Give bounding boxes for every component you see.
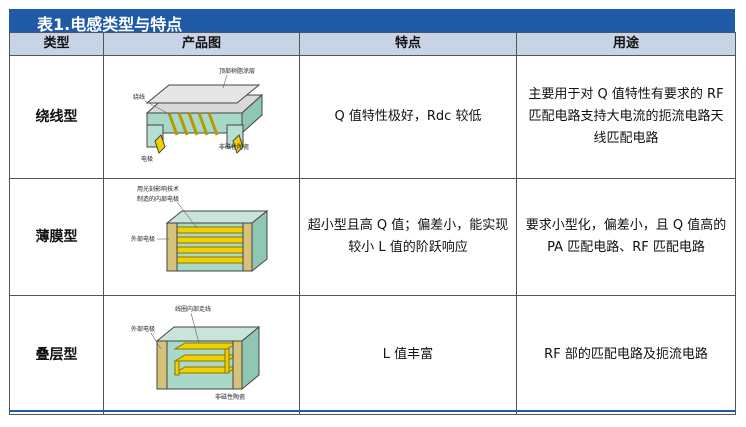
type-cell: 薄膜型 (9, 178, 104, 296)
feature-cell: L 值丰富 (299, 295, 517, 415)
header-image: 产品图 (103, 32, 300, 56)
usage-cell: 要求小型化，偏差小，且 Q 值高的 PA 匹配电路、RF 匹配电路 (516, 178, 736, 296)
product-image-cell: 线圈内部走线 外部电极 非磁性陶瓷 (103, 295, 300, 415)
image-label: 非磁性陶瓷 (215, 393, 245, 401)
header-row: 类型 产品图 特点 用途 (9, 32, 736, 56)
table-title-bar: 表1.电感类型与特点 (9, 9, 735, 34)
header-type: 类型 (9, 32, 104, 56)
image-label: 顶部树脂涂层 (219, 67, 255, 75)
table-row: 绕线型 (9, 55, 736, 179)
type-cell: 绕线型 (9, 55, 104, 179)
image-label: 绕线 (133, 93, 145, 101)
image-label: 非磁性陶瓷 (219, 143, 249, 151)
table-row: 薄膜型 用光刻影响技术 制造的内部电极 (9, 178, 736, 296)
product-image-cell: 顶部树脂涂层 绕线 非磁性陶瓷 电极 (103, 55, 300, 179)
product-image-cell: 用光刻影响技术 制造的内部电极 外部电极 (103, 178, 300, 296)
image-label: 用光刻影响技术 (137, 185, 179, 193)
thinfilm-inductor-illustration: 用光刻影响技术 制造的内部电极 外部电极 (131, 185, 268, 273)
image-label: 外部电极 (131, 235, 155, 243)
image-label: 电极 (141, 155, 153, 163)
feature-cell: 超小型且高 Q 值；偏差小，能实现较小 L 值的阶跃响应 (299, 178, 517, 296)
usage-cell: 主要用于对 Q 值特性有要求的 RF 匹配电路支持大电流的扼流电路天线匹配电路 (516, 55, 736, 179)
bottom-divider (9, 410, 735, 412)
type-cell: 叠层型 (9, 295, 104, 415)
image-label: 制造的内部电极 (137, 195, 179, 203)
table-title: 表1.电感类型与特点 (37, 15, 183, 34)
table-row: 叠层型 线圈内部走线 (9, 295, 736, 415)
image-label: 外部电极 (131, 325, 155, 333)
header-usage: 用途 (516, 32, 736, 56)
header-feature: 特点 (299, 32, 517, 56)
wirewound-inductor-illustration: 顶部树脂涂层 绕线 非磁性陶瓷 电极 (133, 67, 263, 163)
usage-cell: RF 部的匹配电路及扼流电路 (516, 295, 736, 415)
inductor-table: 类型 产品图 特点 用途 绕线型 (9, 32, 736, 415)
image-label: 线圈内部走线 (175, 305, 211, 313)
feature-cell: Q 值特性极好，Rdc 较低 (299, 55, 517, 179)
multilayer-inductor-illustration: 线圈内部走线 外部电极 非磁性陶瓷 (131, 305, 260, 401)
